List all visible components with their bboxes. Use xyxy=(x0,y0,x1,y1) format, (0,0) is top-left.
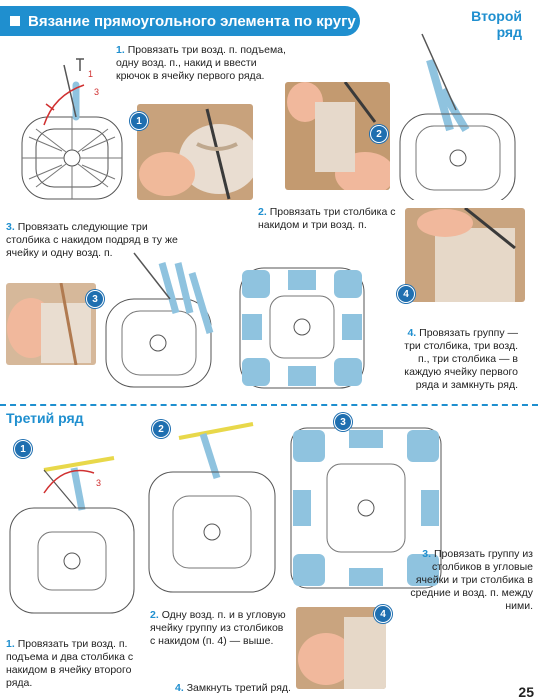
step-badge-2-row3: 2 xyxy=(152,420,170,438)
diagram-label-3b: 3 xyxy=(96,478,101,488)
section-title-row3: Третий ряд xyxy=(6,410,84,426)
diagram-label-3: 3 xyxy=(94,87,99,97)
page-number: 25 xyxy=(518,684,534,700)
page-title: Вязание прямоугольного элемента по кругу xyxy=(28,12,356,30)
photo-step4-row2 xyxy=(405,208,525,302)
diagram-label-1: 1 xyxy=(88,69,93,79)
row3-step3-text: 3. Провязать группу из столбиков в углов… xyxy=(410,548,533,612)
diagram-row2-complete xyxy=(236,262,368,392)
step-badge-1: 1 xyxy=(130,112,148,130)
row3-step1-text: 1. Провязать три возд. п. подъема и два … xyxy=(6,638,134,689)
diagram-row3-complete xyxy=(287,418,447,598)
photo-step4-row3 xyxy=(296,607,386,689)
diagram-row2-start: 1 3 xyxy=(14,55,134,205)
diagram-row3-middle xyxy=(143,418,281,598)
diagram-row2-top-right xyxy=(390,30,530,200)
photo-step1-row2 xyxy=(137,104,253,200)
section-banner: Вязание прямоугольного элемента по кругу xyxy=(0,6,360,36)
step-badge-1-row3: 1 xyxy=(14,440,32,458)
row2-step1-text: 1. Провязать три возд. п. подъема, одну … xyxy=(116,44,286,82)
section-divider xyxy=(0,404,538,406)
step-badge-3: 3 xyxy=(86,290,104,308)
diagram-row2-middle xyxy=(100,243,225,393)
row3-step2-text: 2. Одну возд. п. и в угловую ячейку груп… xyxy=(150,609,286,647)
row2-step3-text: 3. Провязать следующие три столбика с на… xyxy=(6,221,178,259)
step-badge-2: 2 xyxy=(370,125,388,143)
photo-step3-row2 xyxy=(6,283,96,365)
row2-step4-text: 4. Провязать группу — три столбика, три … xyxy=(404,327,518,391)
diagram-row3-start: 3 xyxy=(4,438,139,618)
step-badge-4-row3: 4 xyxy=(374,605,392,623)
step-badge-3-row3: 3 xyxy=(334,413,352,431)
row2-step2-text: 2. Провязать три столбика с накидом и тр… xyxy=(258,206,396,231)
step-badge-4: 4 xyxy=(397,285,415,303)
section-title-row2: Второй ряд xyxy=(471,8,522,40)
row3-step4-text: 4. Замкнуть третий ряд. xyxy=(175,682,291,694)
banner-square-icon xyxy=(10,16,20,26)
